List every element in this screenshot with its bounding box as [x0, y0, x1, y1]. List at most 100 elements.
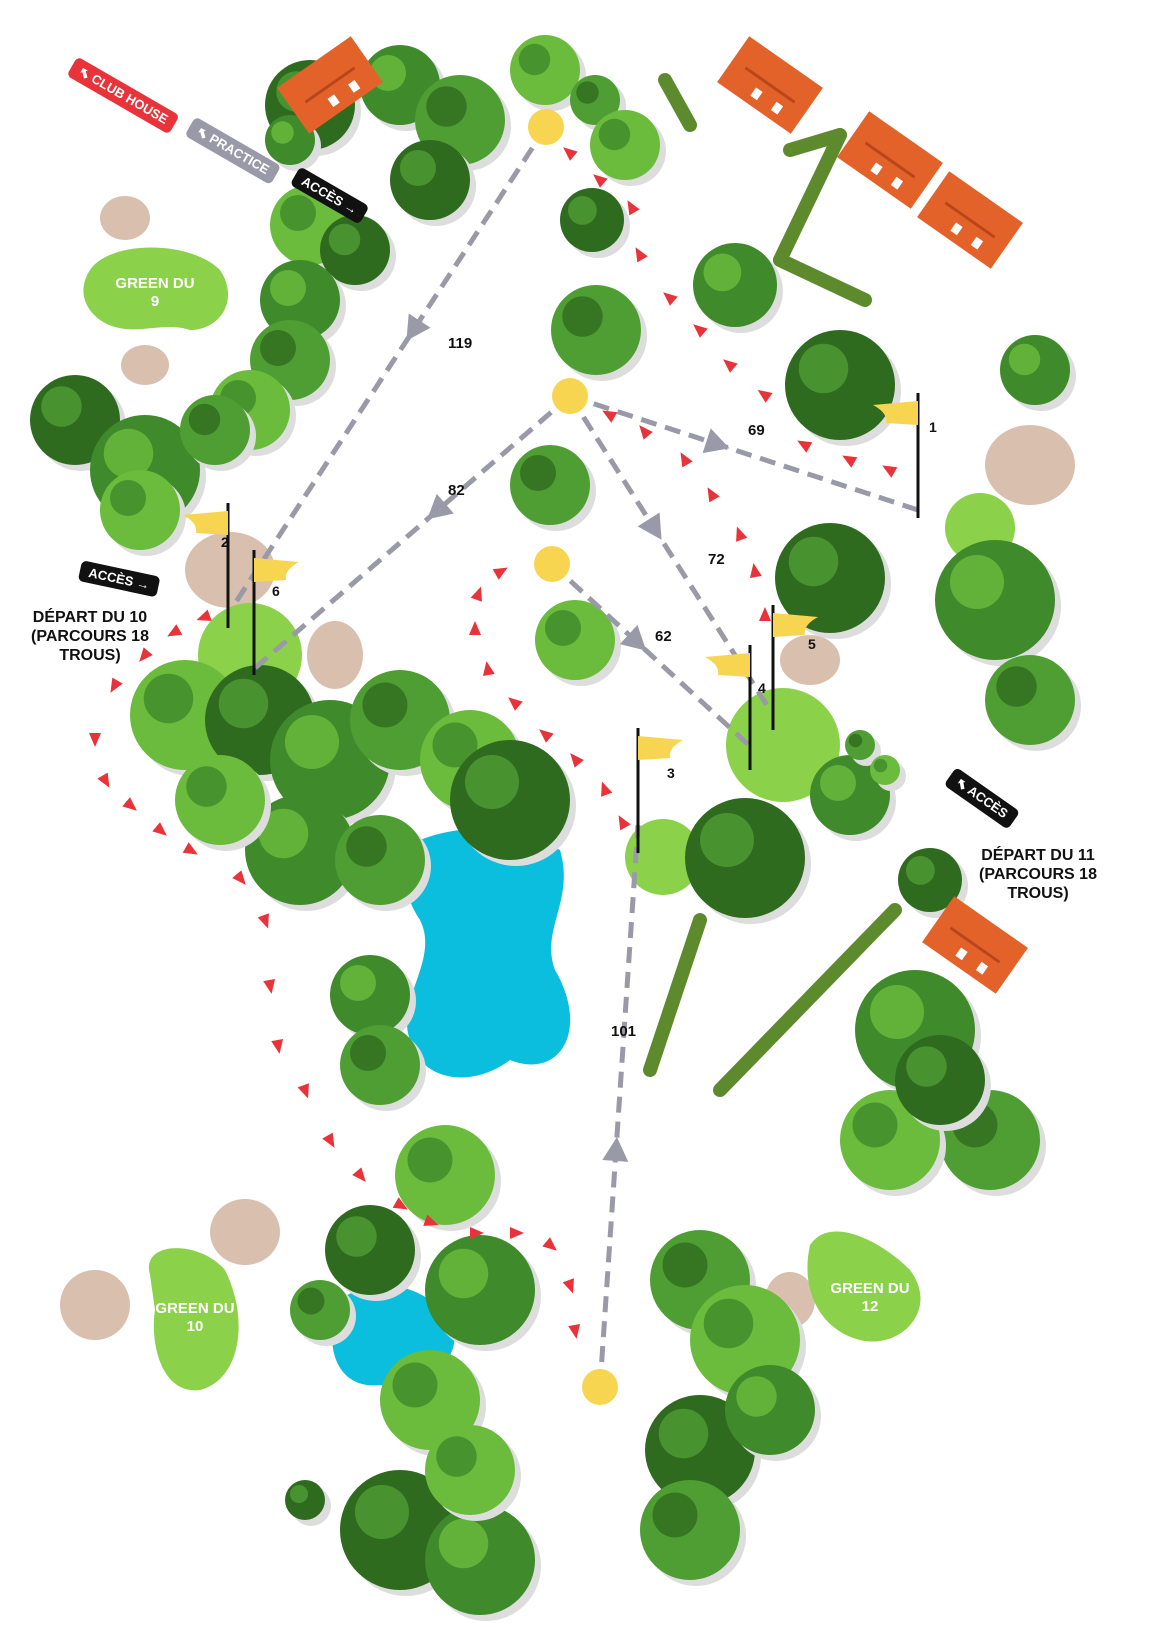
hedge: [773, 128, 847, 267]
walk-arrow-icon: [470, 1227, 484, 1239]
tree-highlight: [336, 1216, 377, 1257]
green-du-12: [807, 1231, 921, 1342]
tree-highlight: [465, 755, 519, 809]
walk-arrow-icon: [635, 247, 648, 263]
walk-arrow-icon: [562, 1278, 574, 1294]
path-arrow-icon: [619, 624, 647, 651]
tree-highlight: [906, 1046, 947, 1087]
house-window: [750, 87, 763, 101]
walk-arrow-icon: [89, 733, 101, 747]
house: [717, 36, 823, 134]
tree-highlight: [426, 86, 467, 127]
walk-arrow-icon: [663, 292, 678, 306]
distance-62: 62: [655, 628, 672, 645]
green-du-9-label: GREEN DU 9: [115, 275, 195, 310]
walk-arrow-icon: [122, 797, 137, 811]
walk-arrow-icon: [570, 753, 584, 768]
tree-highlight: [41, 386, 82, 427]
tree-highlight: [438, 1518, 489, 1569]
walk-arrow-icon: [568, 1324, 581, 1339]
walk-arrow-icon: [152, 822, 167, 836]
distance-101: 101: [611, 1023, 637, 1040]
house-window: [975, 961, 989, 975]
tree-highlight: [346, 826, 387, 867]
flag-number-1: 1: [929, 419, 937, 435]
flag-icon: [638, 736, 683, 760]
bunker: [780, 635, 840, 685]
tree-highlight: [788, 536, 839, 587]
walk-arrow-icon: [492, 567, 508, 580]
tree-highlight: [703, 253, 742, 292]
house: [837, 111, 943, 209]
walk-arrow-icon: [693, 324, 708, 338]
walk-arrow-icon: [680, 452, 693, 468]
walk-arrow-icon: [882, 465, 898, 478]
path-arrow-icon: [602, 1136, 629, 1162]
bunker: [100, 196, 150, 240]
tree-highlight: [400, 150, 436, 186]
tree-highlight: [662, 1242, 708, 1288]
walk-arrow-icon: [232, 870, 246, 885]
walk-arrow-icon: [736, 526, 748, 542]
walk-arrow-icon: [322, 1132, 335, 1148]
walk-arrow-icon: [297, 1083, 309, 1099]
green-hole-3: [625, 819, 701, 895]
walk-arrow-icon: [749, 563, 762, 578]
flag-number-2: 2: [221, 534, 229, 550]
house-window: [770, 101, 784, 115]
walk-arrow-icon: [110, 677, 123, 693]
tree-highlight: [350, 1035, 386, 1071]
bunker: [210, 1199, 280, 1265]
house-ridge: [864, 141, 916, 179]
walk-arrow-icon: [759, 607, 771, 621]
walk-arrow-icon: [593, 174, 608, 188]
walk-arrow-icon: [602, 410, 618, 423]
house-ridge: [304, 66, 356, 104]
walk-arrow-icon: [539, 729, 554, 743]
distance-72: 72: [708, 551, 725, 568]
tree-highlight: [1008, 343, 1041, 376]
green-du-10-label: GREEN DU 10: [155, 1300, 235, 1335]
house-ridge: [744, 66, 796, 104]
walk-arrow-icon: [563, 147, 578, 161]
house-window: [348, 79, 361, 93]
tree-highlight: [328, 223, 361, 256]
tree-highlight: [270, 270, 306, 306]
tree-highlight: [703, 1298, 754, 1349]
walk-arrow-icon: [723, 359, 738, 373]
depart-du-10-label: DÉPART DU 10 (PARCOURS 18 TROUS): [31, 609, 149, 664]
house-window: [327, 94, 340, 108]
flag-icon: [705, 653, 750, 677]
walk-arrow-icon: [797, 440, 813, 453]
house: [917, 171, 1023, 269]
walk-arrow-icon: [618, 815, 631, 831]
pond-large: [405, 829, 571, 1078]
path-arrow-icon: [702, 428, 730, 454]
walk-arrow-icon: [167, 624, 183, 637]
tree-highlight: [258, 808, 309, 859]
walk-arrow-icon: [263, 979, 276, 994]
hedge: [773, 253, 872, 307]
house: [922, 896, 1028, 994]
tree-highlight: [576, 81, 599, 104]
tree-highlight: [700, 813, 754, 867]
green-du-12-label: GREEN DU 12: [830, 1280, 910, 1315]
tree-highlight: [436, 1436, 477, 1477]
walk-arrow-icon: [757, 389, 773, 403]
path-arrow-icon: [406, 313, 431, 341]
walk-arrow-icon: [196, 609, 212, 621]
hedge: [658, 73, 697, 132]
flag-number-3: 3: [667, 765, 675, 781]
house: [277, 36, 383, 134]
bunker: [60, 1270, 130, 1340]
tee-marker: [534, 546, 570, 582]
bunker: [121, 345, 169, 385]
distance-82: 82: [448, 482, 465, 499]
tree-highlight: [110, 480, 146, 516]
hedge: [643, 913, 707, 1077]
walk-arrow-icon: [470, 586, 482, 602]
tree-highlight: [562, 296, 603, 337]
house-window: [970, 236, 984, 250]
walk-arrow-icon: [508, 697, 523, 711]
